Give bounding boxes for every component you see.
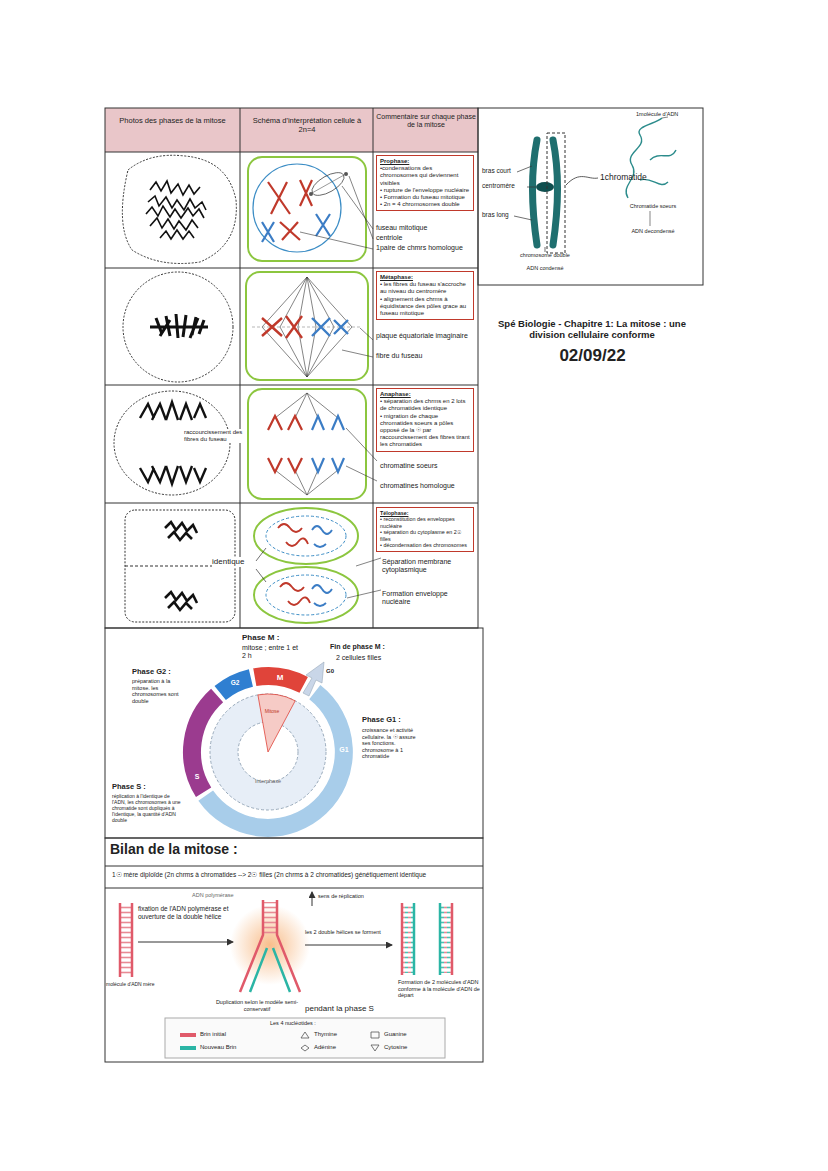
label-text: Duplication selon le modèle semi-conserv… [212, 999, 302, 1012]
phase-bullet: • séparation des chrms en 2 lots de chro… [380, 398, 470, 412]
comment-box: Télophase:• reconstitution des enveloppe… [376, 507, 474, 552]
label-text: Formation enveloppe nucléaire [382, 590, 474, 607]
phase-bullet: • Formation du fuseau mitotique [380, 194, 470, 201]
label-text: Commentaire sur chaque phase de la mitos… [376, 113, 476, 130]
label-text: molécule d'ADN mère [106, 981, 168, 987]
label-text: Interphase [244, 778, 292, 785]
label-text: fixation de l'ADN polymérase et ouvertur… [138, 905, 233, 921]
label-text: Formation de 2 molécules d'ADN conforme … [398, 979, 480, 999]
label-text: Fin de phase M : [330, 643, 410, 651]
legend-text: Nouveau Brin [200, 1044, 236, 1051]
phase-bullet: •condensations des chromosomes qui devie… [380, 165, 470, 187]
phase-bullet: • 2n = 4 chromosomes double [380, 201, 470, 208]
label-text: 1chromatide [600, 172, 670, 182]
phase-bullet: • rupture de l'enveloppe nucléaire [380, 187, 470, 194]
legend-swatch [180, 1046, 196, 1050]
label-text: les 2 double hélices se forment [305, 929, 397, 936]
label-text: Mitose [260, 708, 284, 714]
legend-text: Adénine [314, 1044, 336, 1051]
label-text: chromatine soeurs [380, 462, 475, 470]
legend-item: Brin initial [180, 1031, 226, 1038]
label-text: préparation à la mitose. les chromosomes… [132, 678, 187, 704]
label-text: bras court [482, 167, 524, 175]
legend-item: Adénine [300, 1044, 336, 1052]
label-text: raccourcissement des fibres du fuseau [184, 429, 244, 443]
comment-box: Métaphase:• les fibres du fuseau s'accro… [376, 271, 474, 320]
legend-text: Guanine [384, 1031, 407, 1038]
phase-bullet: • les fibres du fuseau s'accroche au niv… [380, 281, 470, 295]
label-text: 1paire de chmrs homologue [376, 244, 476, 252]
label-text: bras long [482, 211, 524, 219]
label-text: 02/09/22 [505, 346, 680, 366]
label-text: 2 cellules filles [336, 654, 406, 662]
nucleotide-symbol [300, 1031, 310, 1039]
label-text: sens de réplication [318, 893, 388, 900]
label-text: chromatines homologue [380, 482, 475, 490]
label-text: 1molécule d'ADN [636, 111, 700, 118]
label-text: Chromatide soeurs [610, 203, 696, 210]
label-text: M [270, 673, 290, 683]
phase-heading: Métaphase: [380, 274, 470, 281]
label-text: Bilan de la mitose : [110, 841, 360, 858]
label-text: pendant la phase S [305, 1004, 405, 1014]
legend-item: Cytosine [370, 1044, 407, 1052]
legend-item: Nouveau Brin [180, 1044, 236, 1051]
label-text: ADN polymérase [192, 892, 247, 899]
label-text: S [187, 773, 207, 781]
label-text: G2 [225, 679, 245, 687]
label-text: chromosome double [500, 252, 590, 259]
label-text: Phase S : [112, 782, 172, 791]
legend-item: Thymine [300, 1031, 337, 1039]
label-text: Photos des phases de la mitose [110, 116, 235, 125]
label-text: Les 4 nucléotides : [270, 1020, 350, 1027]
nucleotide-symbol [370, 1031, 380, 1039]
legend-item: Guanine [370, 1031, 407, 1039]
comment-box: Prophase:•condensations des chromosomes … [376, 155, 474, 211]
label-text: identique [212, 557, 254, 567]
label-text: plaque équatoriale imaginaire [376, 332, 476, 340]
phase-bullet: • séparation du cytoplasme en 2☉ filles [380, 529, 470, 542]
label-text: croissance et activité cellulaire. la ☉ … [362, 727, 424, 760]
label-text: ADN decondensé [610, 228, 696, 235]
label-text: 1☉ mère diploïde (2n chrms à chromatides… [112, 871, 477, 879]
phase-heading: Télophase: [380, 510, 470, 516]
label-text: réplication à l'identique de l'ADN, les … [112, 793, 184, 823]
label-text: Phase M : [242, 633, 312, 643]
phase-heading: Anaphase: [380, 391, 470, 398]
label-text: Séparation membrane cytoplasmique [382, 558, 474, 575]
legend-text: Brin initial [200, 1031, 226, 1038]
label-text: Phase G2 : [132, 667, 202, 676]
phase-bullet: • alignement des chrms à équidistance de… [380, 296, 470, 318]
label-text: Schéma d'interprétation cellule à 2n=4 [244, 116, 370, 134]
legend-text: Cytosine [384, 1044, 407, 1051]
label-text: centromère [482, 182, 528, 190]
label-text: G0 [326, 668, 340, 675]
label-text: fibre du fuseau [376, 352, 476, 360]
nucleotide-symbol [300, 1044, 310, 1052]
page-title: Spé Biologie - Chapitre 1: La mitose : u… [482, 318, 702, 341]
legend-swatch [180, 1033, 196, 1037]
phase-bullet: • décondensation des chromosomes [380, 542, 470, 548]
nucleotide-symbol [370, 1044, 380, 1052]
label-text: mitose ; entre 1 et 2 h [242, 644, 302, 661]
label-text: centriole [376, 234, 476, 242]
phase-heading: Prophase: [380, 158, 470, 165]
phase-bullet: • migration de chaque chromatides soeurs… [380, 413, 470, 449]
phase-bullet: • reconstitution des enveloppes nucléair… [380, 516, 470, 529]
comment-box: Anaphase:• séparation des chrms en 2 lot… [376, 388, 474, 452]
label-text: Phase G1 : [362, 715, 432, 724]
label-text: ADN condensé [500, 265, 590, 272]
legend-text: Thymine [314, 1031, 337, 1038]
label-text: fuseau mitotique [376, 224, 476, 232]
label-text: G1 [334, 746, 354, 754]
